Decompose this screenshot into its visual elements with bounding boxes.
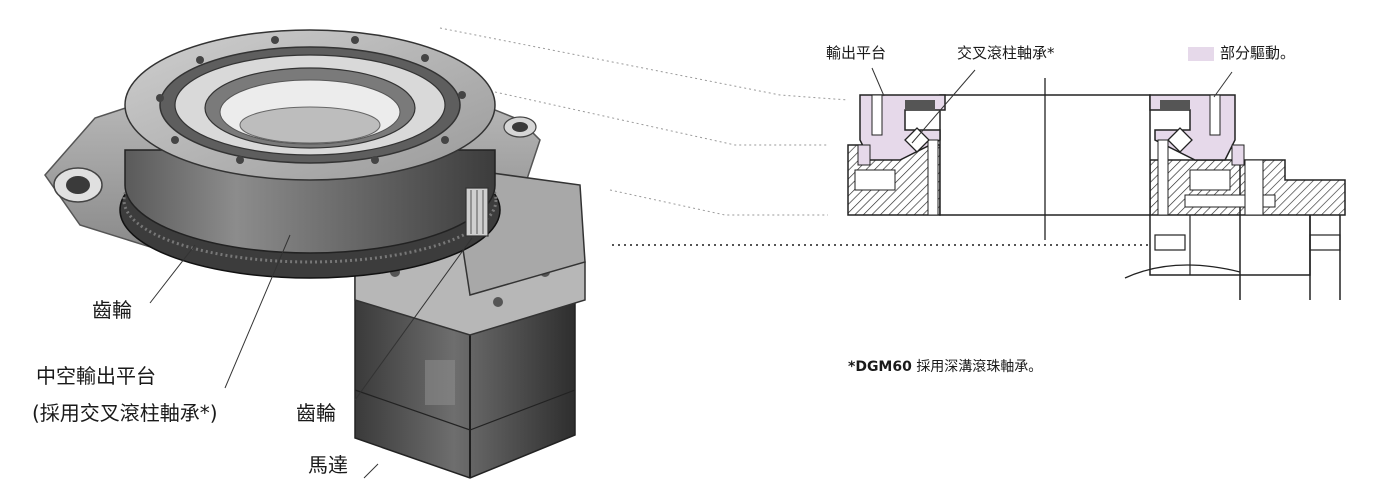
footnote-marker: *DGM60	[848, 359, 912, 375]
output-ring	[124, 29, 496, 254]
footnote-text: 採用深溝滾珠軸承。	[916, 359, 1043, 375]
cross-roller-bearing-label: 交叉滾柱軸承*	[957, 44, 1055, 62]
section-leader-lines	[871, 67, 1233, 144]
projection-lines	[439, 27, 849, 216]
legend-swatch	[1188, 46, 1214, 61]
product-leader-lines	[149, 234, 473, 479]
legend-driven-part: 部分驅動。	[1188, 46, 1295, 61]
output-table-label: 輸出平台	[826, 44, 887, 62]
pinion-gear	[465, 187, 489, 237]
gear-label-left: 齒輪	[92, 298, 132, 322]
bearings	[854, 94, 1276, 216]
hollow-table-note: (採用交叉滾柱軸承*)	[32, 401, 218, 425]
footnote: *DGM60 採用深溝滾珠軸承。	[848, 360, 1042, 374]
hollow-table-label: 中空輸出平台	[36, 364, 156, 388]
motor-label: 馬達	[308, 453, 348, 477]
pinion-label: 齒輪	[296, 401, 336, 425]
legend-text: 部分驅動。	[1220, 44, 1296, 62]
